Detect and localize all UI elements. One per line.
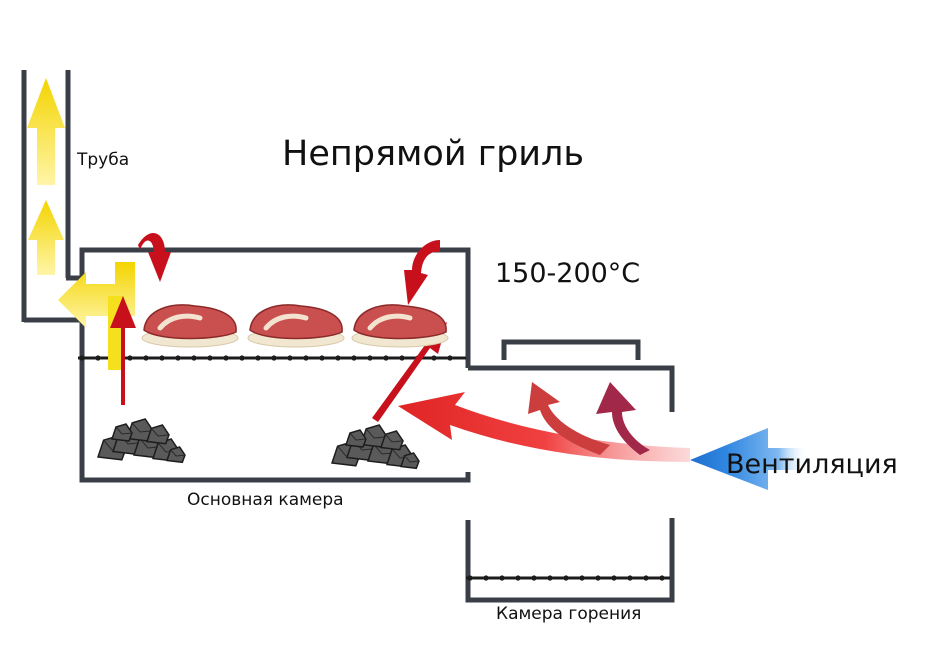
smoke-arrow-top — [27, 78, 65, 185]
ventilation-arrow-icon — [690, 428, 808, 490]
main-chamber-bottom-wall — [79, 320, 471, 483]
meat-steak-icon — [141, 304, 449, 348]
diagram-title: Непрямой гриль — [282, 134, 585, 174]
steak — [247, 304, 345, 348]
hot-air-arrow-left — [110, 296, 136, 405]
circulation-arrow-right — [404, 240, 440, 305]
coal-pile — [96, 418, 186, 464]
smoke-arrow-middle — [28, 200, 64, 275]
hot-air-arrows — [110, 296, 447, 422]
fire-chamber-label: Камера горения — [496, 604, 642, 624]
main-grill-grate — [78, 355, 466, 361]
fire-chamber-top-wall — [468, 365, 675, 412]
main-chamber — [66, 247, 471, 483]
circulation-arrows — [138, 233, 440, 305]
steak — [141, 304, 239, 348]
main-chamber-label: Основная камера — [187, 490, 344, 510]
airflow-arrow-icon — [398, 382, 690, 462]
fire-chamber-handle — [501, 339, 641, 360]
steak — [351, 304, 449, 348]
fire-chamber — [465, 339, 675, 603]
coal-pile-icon — [96, 418, 420, 470]
coal-pile — [330, 424, 420, 470]
smoke-arrow-icon — [27, 78, 135, 370]
fire-grill-grate — [466, 575, 670, 581]
ventilation-label: Вентиляция — [726, 449, 898, 480]
pipe-label: Труба — [77, 150, 130, 170]
hot-air-arrow-right — [372, 322, 447, 422]
circulation-arrow-left — [138, 233, 171, 282]
temperature-label: 150-200°C — [495, 258, 641, 289]
hot-air-rise-arrow-1 — [528, 382, 610, 455]
fire-chamber-body-wall — [465, 518, 675, 603]
hot-air-rise-arrow-2 — [596, 382, 650, 455]
hot-air-main-arrow — [398, 392, 690, 462]
main-chamber-top-wall — [66, 247, 471, 368]
chimney — [21, 70, 84, 323]
